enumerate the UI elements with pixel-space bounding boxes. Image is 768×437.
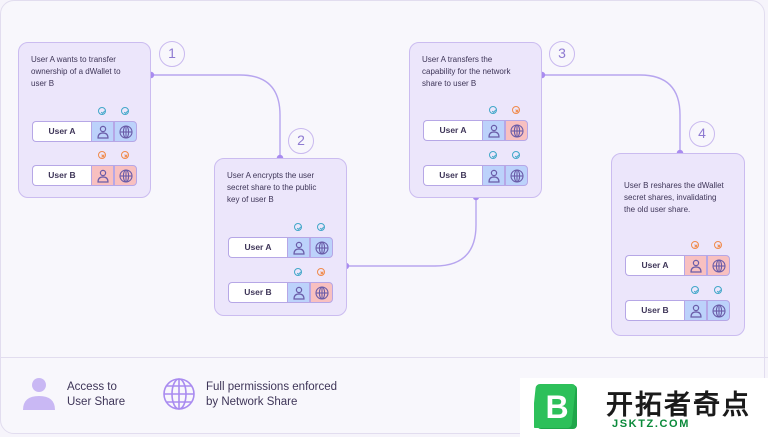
network-share-cell <box>505 120 528 141</box>
legend-network-share: Full permissions enforced by Network Sha… <box>206 381 338 408</box>
network-share-icon <box>163 378 195 410</box>
cross-icon <box>317 268 325 276</box>
check-icon <box>489 151 497 159</box>
user-label: User B <box>228 282 287 303</box>
check-icon <box>512 151 520 159</box>
network-share-cell <box>114 121 137 142</box>
globe-icon <box>119 169 133 183</box>
step-badge-4: 4 <box>689 121 715 147</box>
cross-icon <box>714 241 722 249</box>
user-row: User B <box>228 282 333 303</box>
logo-mark-icon: B <box>534 384 577 429</box>
step-description: User B reshares the dWallet secret share… <box>624 181 724 214</box>
user-share-cell <box>287 237 310 258</box>
logo-mark-letter: B <box>545 389 568 425</box>
step-description: User A wants to transfer ownership of a … <box>31 55 121 88</box>
watermark-url: JSKTZ.COM <box>612 418 690 430</box>
check-icon <box>691 286 699 294</box>
network-share-cell <box>707 255 730 276</box>
connector-2-3 <box>346 197 477 267</box>
network-share-cell <box>114 165 137 186</box>
user-row: User B <box>423 165 528 186</box>
check-icon <box>98 107 106 115</box>
legend-user-share: Access to User Share <box>67 381 126 408</box>
user-label: User A <box>32 121 91 142</box>
network-share-cell <box>310 282 333 303</box>
user-label: User A <box>423 120 482 141</box>
step-description: User A encrypts the user secret share to… <box>227 171 317 204</box>
network-share-cell <box>310 237 333 258</box>
user-share-icon <box>23 378 55 410</box>
person-icon <box>97 169 109 183</box>
watermark-chinese-text: 开拓者奇点 <box>606 390 751 421</box>
user-share-cell <box>91 121 114 142</box>
step-badge-2: 2 <box>288 128 314 154</box>
user-share-cell <box>91 165 114 186</box>
user-label: User B <box>625 300 684 321</box>
user-share-cell <box>684 255 707 276</box>
user-row: User A <box>32 121 137 142</box>
cross-icon <box>98 151 106 159</box>
user-row: User A <box>625 255 730 276</box>
user-label: User A <box>625 255 684 276</box>
person-icon <box>293 286 305 300</box>
person-icon <box>293 241 305 255</box>
check-icon <box>121 107 129 115</box>
check-icon <box>489 106 497 114</box>
user-row: User B <box>32 165 137 186</box>
person-icon <box>690 259 702 273</box>
user-share-cell <box>287 282 310 303</box>
person-icon <box>488 169 500 183</box>
person-icon <box>690 304 702 318</box>
globe-icon <box>119 125 133 139</box>
watermark-logo: B 开拓者奇点 JSKTZ.COM <box>520 378 768 437</box>
user-share-cell <box>482 165 505 186</box>
step-badge-1: 1 <box>159 41 185 67</box>
check-icon <box>294 223 302 231</box>
check-icon <box>317 223 325 231</box>
user-share-cell <box>684 300 707 321</box>
user-row: User A <box>423 120 528 141</box>
person-icon <box>488 124 500 138</box>
globe-icon <box>712 304 726 318</box>
step-badge-3: 3 <box>549 41 575 67</box>
network-share-cell <box>707 300 730 321</box>
step-description: User A transfers the capability for the … <box>422 55 511 88</box>
user-row: User A <box>228 237 333 258</box>
cross-icon <box>691 241 699 249</box>
globe-icon <box>510 169 524 183</box>
network-share-cell <box>505 165 528 186</box>
check-icon <box>294 268 302 276</box>
user-share-cell <box>482 120 505 141</box>
check-icon <box>714 286 722 294</box>
user-label: User A <box>228 237 287 258</box>
globe-icon <box>510 124 524 138</box>
legend-divider <box>0 357 768 358</box>
connector-3-4 <box>542 74 681 153</box>
globe-icon <box>712 259 726 273</box>
connector-1-2 <box>151 74 281 158</box>
step-card-2: User A encrypts the user secret share to… <box>214 158 347 316</box>
person-icon <box>97 125 109 139</box>
user-label: User B <box>32 165 91 186</box>
step-card-4: User B reshares the dWallet secret share… <box>611 153 745 336</box>
step-card-3: User A transfers the capability for the … <box>409 42 542 198</box>
globe-icon <box>315 286 329 300</box>
step-card-1: User A wants to transfer ownership of a … <box>18 42 151 198</box>
globe-icon <box>315 241 329 255</box>
cross-icon <box>512 106 520 114</box>
user-row: User B <box>625 300 730 321</box>
user-label: User B <box>423 165 482 186</box>
cross-icon <box>121 151 129 159</box>
